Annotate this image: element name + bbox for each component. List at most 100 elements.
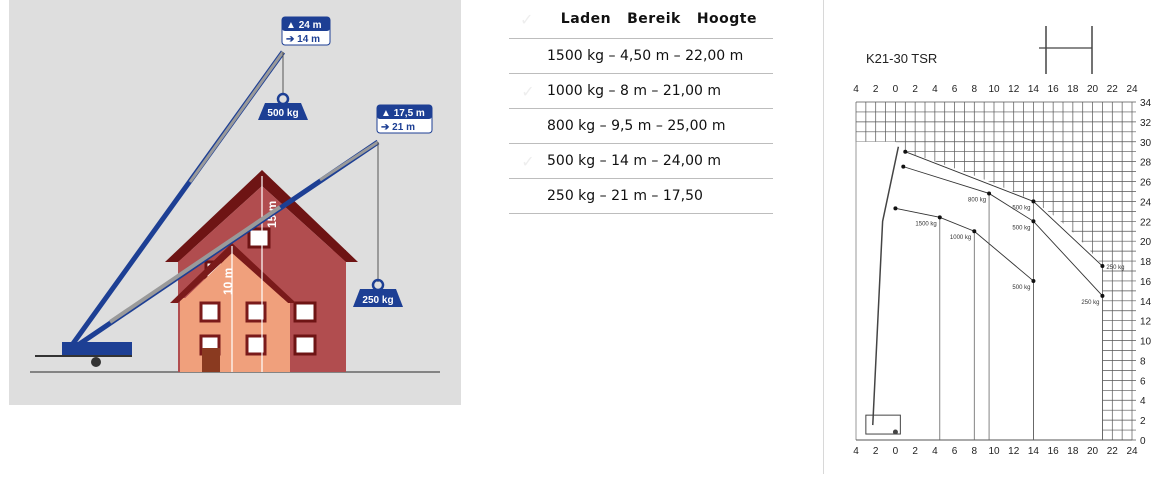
x-tick-label-bottom: 6 xyxy=(952,446,958,457)
tip1-label: ▲ 24 m ➔ 14 m xyxy=(281,16,331,46)
crane-base xyxy=(865,414,901,435)
x-tick-label-top: 2 xyxy=(873,84,879,95)
x-tick-label-top: 8 xyxy=(972,84,978,95)
y-tick-label: 0 xyxy=(1140,436,1146,447)
svg-text:▲ 24 m: ▲ 24 m xyxy=(286,20,322,31)
x-tick-label-bottom: 2 xyxy=(873,446,879,457)
svg-text:▲ 17,5 m: ▲ 17,5 m xyxy=(381,108,425,119)
y-tick-label: 2 xyxy=(1140,416,1146,427)
svg-text:➔ 14 m: ➔ 14 m xyxy=(286,34,320,45)
curve-middle xyxy=(903,166,1103,297)
table-row: 1500 kg – 4,50 m – 22,00 m xyxy=(509,39,773,74)
data-point xyxy=(1100,264,1105,269)
header-hoogte: Hoogte xyxy=(696,11,757,27)
svg-text:250 kg: 250 kg xyxy=(362,295,393,306)
x-tick-label-bottom: 0 xyxy=(893,446,899,457)
data-point xyxy=(901,164,906,169)
check-icon: ✓ xyxy=(519,9,534,29)
point-label: 1000 kg xyxy=(950,235,971,241)
crane-boom xyxy=(872,146,900,426)
x-tick-label-bottom: 8 xyxy=(972,446,978,457)
x-tick-label-bottom: 20 xyxy=(1087,446,1099,457)
house-small xyxy=(170,243,296,372)
x-tick-label-top: 24 xyxy=(1126,84,1138,95)
x-tick-label-bottom: 24 xyxy=(1126,446,1138,457)
x-tick-label-top: 4 xyxy=(853,84,859,95)
crane-illustration: 15 m 10 m ▲ 24 m ➔ 14 m 500 kg ▲ 17,5 m … xyxy=(9,0,461,405)
y-tick-label: 26 xyxy=(1140,178,1152,189)
x-tick-label-bottom: 22 xyxy=(1107,446,1119,457)
table-row: ✓ 1000 kg – 8 m – 21,00 m xyxy=(509,74,773,109)
x-tick-label-top: 2 xyxy=(912,84,918,95)
point-label: 800 kg xyxy=(968,197,986,203)
point-label: 250 kg xyxy=(1106,265,1124,271)
x-tick-label-top: 10 xyxy=(988,84,1000,95)
point-label: 500 kg xyxy=(1012,205,1030,211)
row-text: 250 kg – 21 m – 17,50 xyxy=(547,188,703,204)
y-tick-label: 24 xyxy=(1140,197,1152,208)
x-tick-label-top: 22 xyxy=(1107,84,1119,95)
y-tick-label: 34 xyxy=(1140,98,1152,109)
y-tick-label: 20 xyxy=(1140,237,1152,248)
crane xyxy=(35,50,380,367)
header-bereik: Bereik xyxy=(627,11,681,27)
point-label: 500 kg xyxy=(1012,285,1030,291)
tip2-reach: 21 m xyxy=(392,122,415,133)
tip2-height: 17,5 m xyxy=(394,108,425,119)
point-label: 250 kg xyxy=(1081,300,1099,306)
y-tick-label: 30 xyxy=(1140,138,1152,149)
x-tick-label-top: 18 xyxy=(1067,84,1079,95)
x-tick-label-top: 4 xyxy=(932,84,938,95)
x-tick-label-top: 0 xyxy=(893,84,899,95)
y-tick-label: 18 xyxy=(1140,257,1152,268)
table-row: 250 kg – 21 m – 17,50 xyxy=(509,179,773,214)
check-icon: ✓ xyxy=(521,81,535,101)
specs-header: ✓ Laden Bereik Hoogte xyxy=(509,0,773,39)
data-point xyxy=(1031,278,1036,283)
svg-text:➔ 21 m: ➔ 21 m xyxy=(381,122,415,133)
check-icon: ✓ xyxy=(521,151,535,171)
tip2-label: ▲ 17,5 m ➔ 21 m xyxy=(376,104,433,134)
table-row: 800 kg – 9,5 m – 25,00 m xyxy=(509,109,773,144)
x-tick-label-top: 12 xyxy=(1008,84,1020,95)
row-text: 1000 kg – 8 m – 21,00 m xyxy=(547,83,722,99)
curve-inner xyxy=(895,207,1034,282)
data-point xyxy=(1031,199,1036,204)
y-tick-label: 32 xyxy=(1140,118,1152,129)
tip1-reach: 14 m xyxy=(297,34,320,45)
x-tick-label-bottom: 12 xyxy=(1008,446,1020,457)
y-tick-label: 8 xyxy=(1140,356,1146,367)
data-point xyxy=(987,191,992,196)
envelope-area xyxy=(856,141,1103,440)
table-row: ✓ 500 kg – 14 m – 24,00 m xyxy=(509,144,773,179)
x-tick-label-top: 20 xyxy=(1087,84,1099,95)
row-text: 500 kg – 14 m – 24,00 m xyxy=(547,153,722,169)
data-point xyxy=(972,229,977,234)
height-label-10: 10 m xyxy=(221,268,235,295)
header-laden: Laden xyxy=(560,11,612,27)
data-point xyxy=(1100,293,1105,298)
x-tick-label-top: 16 xyxy=(1048,84,1060,95)
data-point xyxy=(893,206,898,211)
data-point xyxy=(937,215,942,220)
x-tick-label-bottom: 18 xyxy=(1067,446,1079,457)
y-tick-label: 12 xyxy=(1140,317,1152,328)
x-tick-label-bottom: 14 xyxy=(1028,446,1040,457)
y-tick-label: 6 xyxy=(1140,376,1146,387)
y-tick-label: 4 xyxy=(1140,396,1146,407)
tip1-height: 24 m xyxy=(299,20,322,31)
y-tick-label: 14 xyxy=(1140,297,1152,308)
y-tick-label: 22 xyxy=(1140,217,1152,228)
y-tick-label: 28 xyxy=(1140,158,1152,169)
crane-wheel xyxy=(892,429,898,435)
x-tick-label-bottom: 16 xyxy=(1048,446,1060,457)
x-tick-label-bottom: 10 xyxy=(988,446,1000,457)
row-text: 1500 kg – 4,50 m – 22,00 m xyxy=(547,48,744,64)
x-tick-label-top: 6 xyxy=(952,84,958,95)
y-tick-label: 16 xyxy=(1140,277,1152,288)
specs-table: ✓ Laden Bereik Hoogte 1500 kg – 4,50 m –… xyxy=(509,0,773,214)
weight-500: 500 kg xyxy=(258,92,308,120)
row-text: 800 kg – 9,5 m – 25,00 m xyxy=(547,118,726,134)
x-tick-label-bottom: 4 xyxy=(932,446,938,457)
